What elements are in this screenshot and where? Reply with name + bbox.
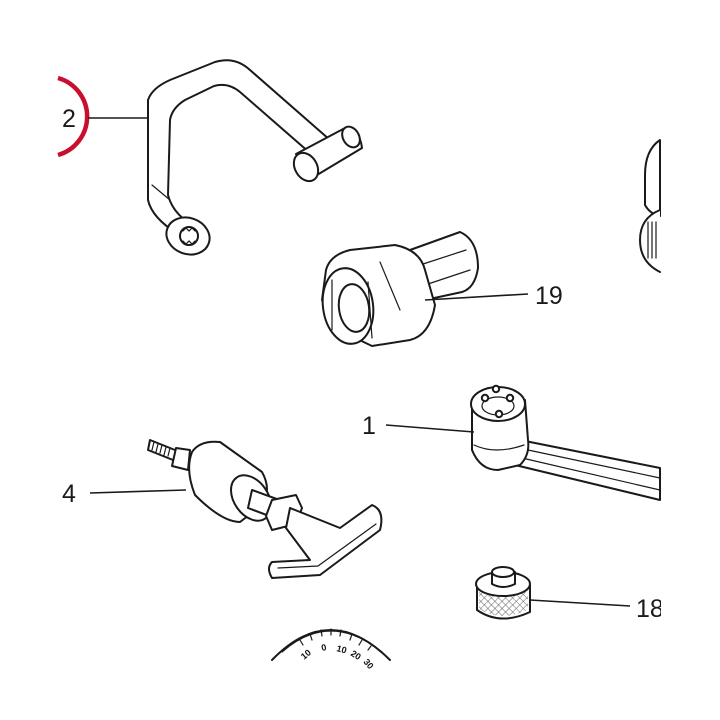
dial-number-1: 10 <box>299 647 313 661</box>
highlight-ring <box>57 75 90 158</box>
dial-ticks <box>299 628 372 651</box>
callout-18-label: 18 <box>636 595 664 623</box>
callout-2: 2 <box>62 105 148 133</box>
partial-part-right-top <box>639 139 661 273</box>
part-19-puller-adapter <box>321 231 479 347</box>
right-edge-mask <box>661 0 720 720</box>
callout-19-leader <box>424 293 529 301</box>
dial-number-5: 30 <box>361 657 375 671</box>
callout-4-leader <box>89 489 187 494</box>
callout-2-label: 2 <box>62 105 76 133</box>
callout-1-label: 1 <box>362 412 376 440</box>
callout-4: 4 <box>62 480 187 508</box>
dial-number-3: 10 <box>335 643 347 655</box>
callout-4-label: 4 <box>62 480 76 508</box>
callout-19-label: 19 <box>535 282 563 310</box>
part-18-knurled-nut <box>475 566 531 620</box>
part-1-face-spanner <box>470 384 661 501</box>
part-2-bent-wrench <box>147 59 363 256</box>
dial-gauge: 10 0 10 20 30 <box>271 628 391 671</box>
dial-number-2: 0 <box>320 642 327 653</box>
callout-19: 19 <box>424 282 563 310</box>
callout-18-leader <box>529 599 631 607</box>
callout-18: 18 <box>529 595 664 623</box>
callout-1: 1 <box>362 412 475 440</box>
callout-1-leader <box>385 424 475 433</box>
dial-number-4: 20 <box>349 648 363 662</box>
part-4-slide-hammer <box>147 439 383 579</box>
